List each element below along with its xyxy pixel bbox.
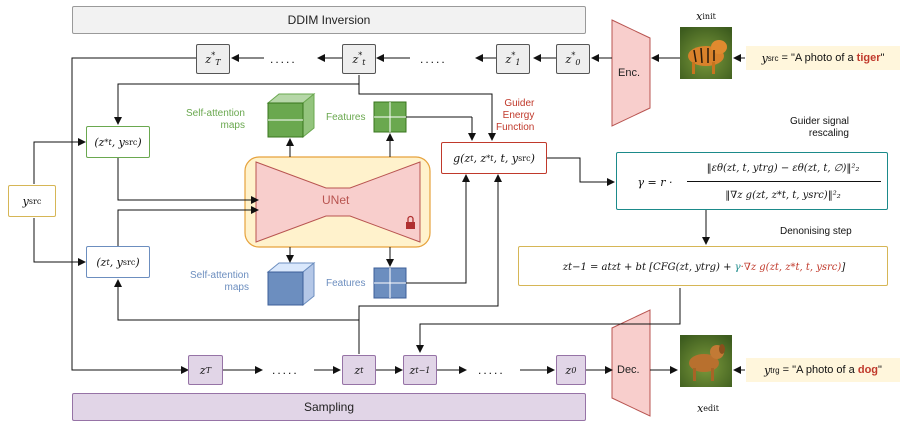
- self-attention-cube-bottom: [266, 261, 316, 307]
- sampling-dots-right: .....: [478, 363, 505, 377]
- decoder-label: Dec.: [617, 364, 640, 376]
- inversion-dots-left: .....: [270, 52, 297, 66]
- denoise-gamma: γ: [734, 261, 741, 273]
- y-src-caption-close: ": [880, 52, 885, 64]
- tiger-image: [680, 27, 732, 79]
- denoise-equation: zt−1 = atzt + bt [CFG(zt, ytrg) + γ · ∇z…: [523, 258, 885, 276]
- features-label-bottom: Features: [326, 278, 366, 289]
- sampling-band: Sampling: [72, 393, 586, 421]
- inversion-dots-right: .....: [420, 52, 447, 66]
- gamma-fraction-bar: [687, 181, 881, 182]
- y-trg-caption-eq: = "A photo of a: [779, 364, 858, 376]
- denoise-box: zt−1 = atzt + bt [CFG(zt, ytrg) + γ · ∇z…: [518, 246, 888, 286]
- decoder-block: [611, 309, 651, 417]
- gamma-box: γ = r · ‖εθ(zt, t, ytrg) − εθ(zt, t, ∅)‖…: [616, 152, 888, 210]
- y-trg-caption-close: ": [878, 364, 882, 376]
- denoise-dot: ·: [740, 261, 744, 273]
- node-z1-star: z*1: [496, 44, 530, 74]
- denoise-main: zt−1 = atzt + bt [CFG(zt, ytrg) +: [562, 261, 732, 273]
- features-label-top: Features: [326, 112, 366, 123]
- y-src-word: tiger: [856, 52, 881, 64]
- y-src-caption-eq: = "A photo of a: [778, 52, 857, 64]
- dog-image: [680, 335, 732, 387]
- features-grid-bottom: [373, 267, 407, 299]
- features-grid-top: [373, 101, 407, 133]
- denoise-close: ]: [841, 261, 846, 273]
- encoder-block: [611, 19, 651, 127]
- gamma-denominator: ‖∇z g(zt, z*t, t, ysrc)‖²₂: [725, 189, 841, 201]
- node-zt-star: z*t: [342, 44, 376, 74]
- denoising-title: Denonising step: [780, 226, 852, 237]
- connectors: [33, 54, 745, 374]
- self-attention-cube-top: [266, 92, 316, 139]
- unet-shape: [255, 161, 421, 243]
- lock-icon: [406, 215, 415, 229]
- encoder-label: Enc.: [618, 67, 641, 79]
- gamma-numerator: ‖εθ(zt, t, ytrg) − εθ(zt, t, ∅)‖²₂: [706, 162, 860, 174]
- node-zT-star: z*T: [196, 44, 230, 74]
- y-trg-word: dog: [857, 364, 879, 376]
- ddim-inversion-band: DDIM Inversion: [72, 6, 586, 34]
- unet-label: UNet: [322, 193, 350, 207]
- denoise-grad: ∇z g(zt, z*t, t, ysrc): [743, 261, 842, 273]
- sampling-dots-left: .....: [272, 363, 299, 377]
- gamma-lhs: γ = r ·: [637, 175, 673, 189]
- node-z0-star: z*0: [556, 44, 590, 74]
